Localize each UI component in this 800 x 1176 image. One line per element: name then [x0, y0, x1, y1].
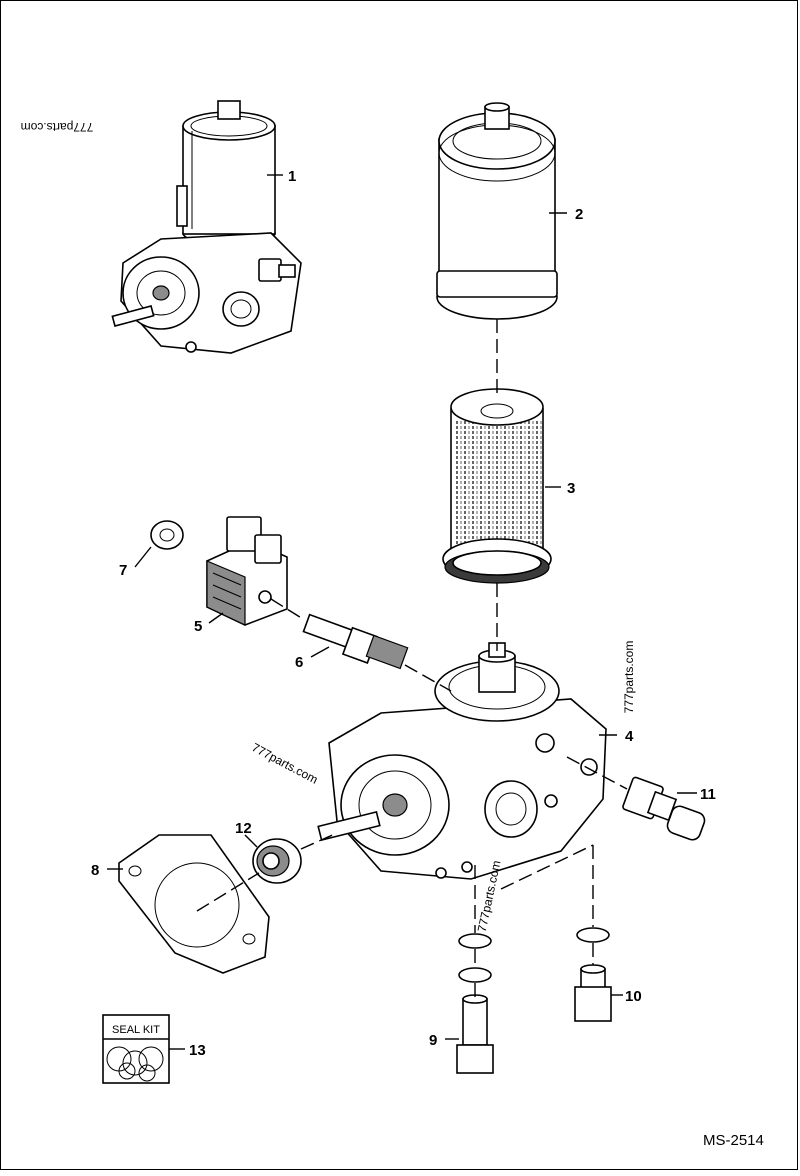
- callout-12: 12: [235, 820, 252, 837]
- part-11-fitting: [622, 776, 706, 841]
- callout-11: 11: [700, 786, 716, 803]
- callout-10: 10: [625, 988, 642, 1005]
- part-12-shaft-seal: [252, 838, 302, 884]
- part-6-cartridge-valve: [302, 613, 409, 670]
- part-13-seal-kit: SEAL KIT: [102, 1014, 170, 1084]
- part-4-pump-body: [317, 642, 607, 880]
- seal-kit-label: SEAL KIT: [112, 1024, 160, 1036]
- watermark-top: 777parts.com: [21, 120, 94, 134]
- leader-lines: [107, 174, 697, 1050]
- watermark-right: 777parts.com: [622, 641, 636, 714]
- callout-6: 6: [295, 654, 303, 671]
- callout-9: 9: [429, 1032, 437, 1049]
- part-3-filter-element: [442, 388, 552, 584]
- callout-7: 7: [119, 562, 127, 579]
- filter-pleats: [456, 421, 542, 549]
- callout-3: 3: [567, 480, 575, 497]
- callouts: 1 2 3 4 5 6 7 8 9 10 11 12 13: [91, 168, 716, 1059]
- part-10-fitting: [574, 927, 612, 1022]
- part-2-filter-housing: [436, 102, 558, 320]
- assembly-lines: [196, 319, 628, 997]
- part-5-solenoid-coil: [206, 516, 288, 626]
- callout-13: 13: [189, 1042, 206, 1059]
- part-1-pump-assembly: [111, 100, 302, 354]
- callout-8: 8: [91, 862, 99, 879]
- document-id: MS-2514: [703, 1132, 764, 1149]
- callout-4: 4: [625, 728, 634, 745]
- callout-5: 5: [194, 618, 202, 635]
- part-7-seal-ring: [150, 520, 184, 550]
- part-8-gasket: [118, 834, 270, 974]
- callout-2: 2: [575, 206, 583, 223]
- watermark-mid: 777parts.com: [249, 740, 320, 786]
- part-9-fitting: [456, 933, 494, 1074]
- callout-1: 1: [288, 168, 296, 185]
